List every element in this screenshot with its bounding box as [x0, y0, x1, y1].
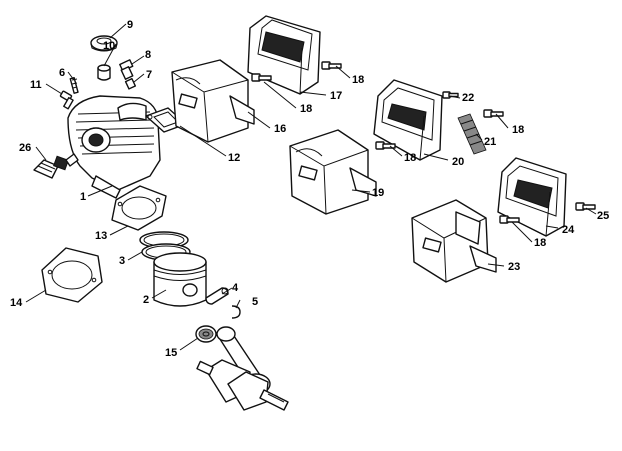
part-muffler-cover-17 [247, 15, 321, 95]
callout-4: 4 [232, 282, 239, 294]
part-crankshaft [196, 326, 289, 411]
callout-18d: 18 [404, 152, 416, 164]
callout-8: 8 [145, 49, 151, 61]
part-screw-18e [499, 215, 520, 224]
part-small-cup [97, 64, 111, 81]
part-gasket-14 [41, 247, 103, 303]
part-muffler-16 [171, 59, 255, 143]
part-valve [119, 59, 137, 90]
callout-26: 26 [19, 142, 31, 154]
callout-18b: 18 [352, 74, 364, 86]
callout-25: 25 [597, 210, 609, 222]
callout-20: 20 [452, 156, 464, 168]
part-screw-18d [375, 141, 396, 150]
part-spark-arrester-screen [457, 113, 487, 155]
callout-17: 17 [330, 90, 342, 102]
callout-22: 22 [462, 92, 474, 104]
part-cap [90, 35, 118, 52]
part-spark-plug [33, 153, 79, 179]
callout-14: 14 [10, 297, 23, 309]
part-screw-18c [483, 109, 504, 118]
part-needle-bearing [195, 325, 217, 343]
callout-16: 16 [274, 123, 286, 135]
callout-24: 24 [562, 224, 575, 236]
callout-3: 3 [119, 255, 125, 267]
part-screw-18a [251, 73, 272, 82]
callout-18a: 18 [300, 103, 312, 115]
callout-1: 1 [80, 191, 86, 203]
leader-lines [25, 23, 597, 351]
callout-15: 15 [165, 347, 177, 359]
part-screw-11 [59, 90, 74, 110]
part-piston [153, 252, 207, 307]
part-base-gasket [111, 185, 167, 231]
callout-21: 21 [484, 136, 496, 148]
callout-11: 11 [30, 79, 42, 91]
part-muffler-shell-24 [497, 157, 567, 237]
callout-13: 13 [95, 230, 107, 242]
part-muffler-shell-20 [373, 79, 443, 161]
callout-23: 23 [508, 261, 520, 273]
callout-9: 9 [127, 19, 133, 31]
callout-2: 2 [143, 294, 149, 306]
part-screw-18b [321, 61, 342, 70]
callout-7: 7 [146, 69, 152, 81]
part-cylinder [67, 95, 161, 199]
part-circlip [231, 305, 241, 319]
part-piston-pin [205, 287, 229, 305]
callout-19: 19 [372, 187, 384, 199]
part-muffler-23 [411, 199, 497, 283]
part-screw-25 [575, 202, 596, 211]
callout-10: 10 [103, 40, 115, 52]
callout-18c: 18 [512, 124, 524, 136]
callout-5: 5 [252, 296, 258, 308]
callout-12: 12 [228, 152, 240, 164]
part-pin [69, 77, 79, 94]
callout-6: 6 [59, 67, 65, 79]
part-muffler-19 [289, 129, 377, 215]
callout-18e: 18 [534, 237, 546, 249]
